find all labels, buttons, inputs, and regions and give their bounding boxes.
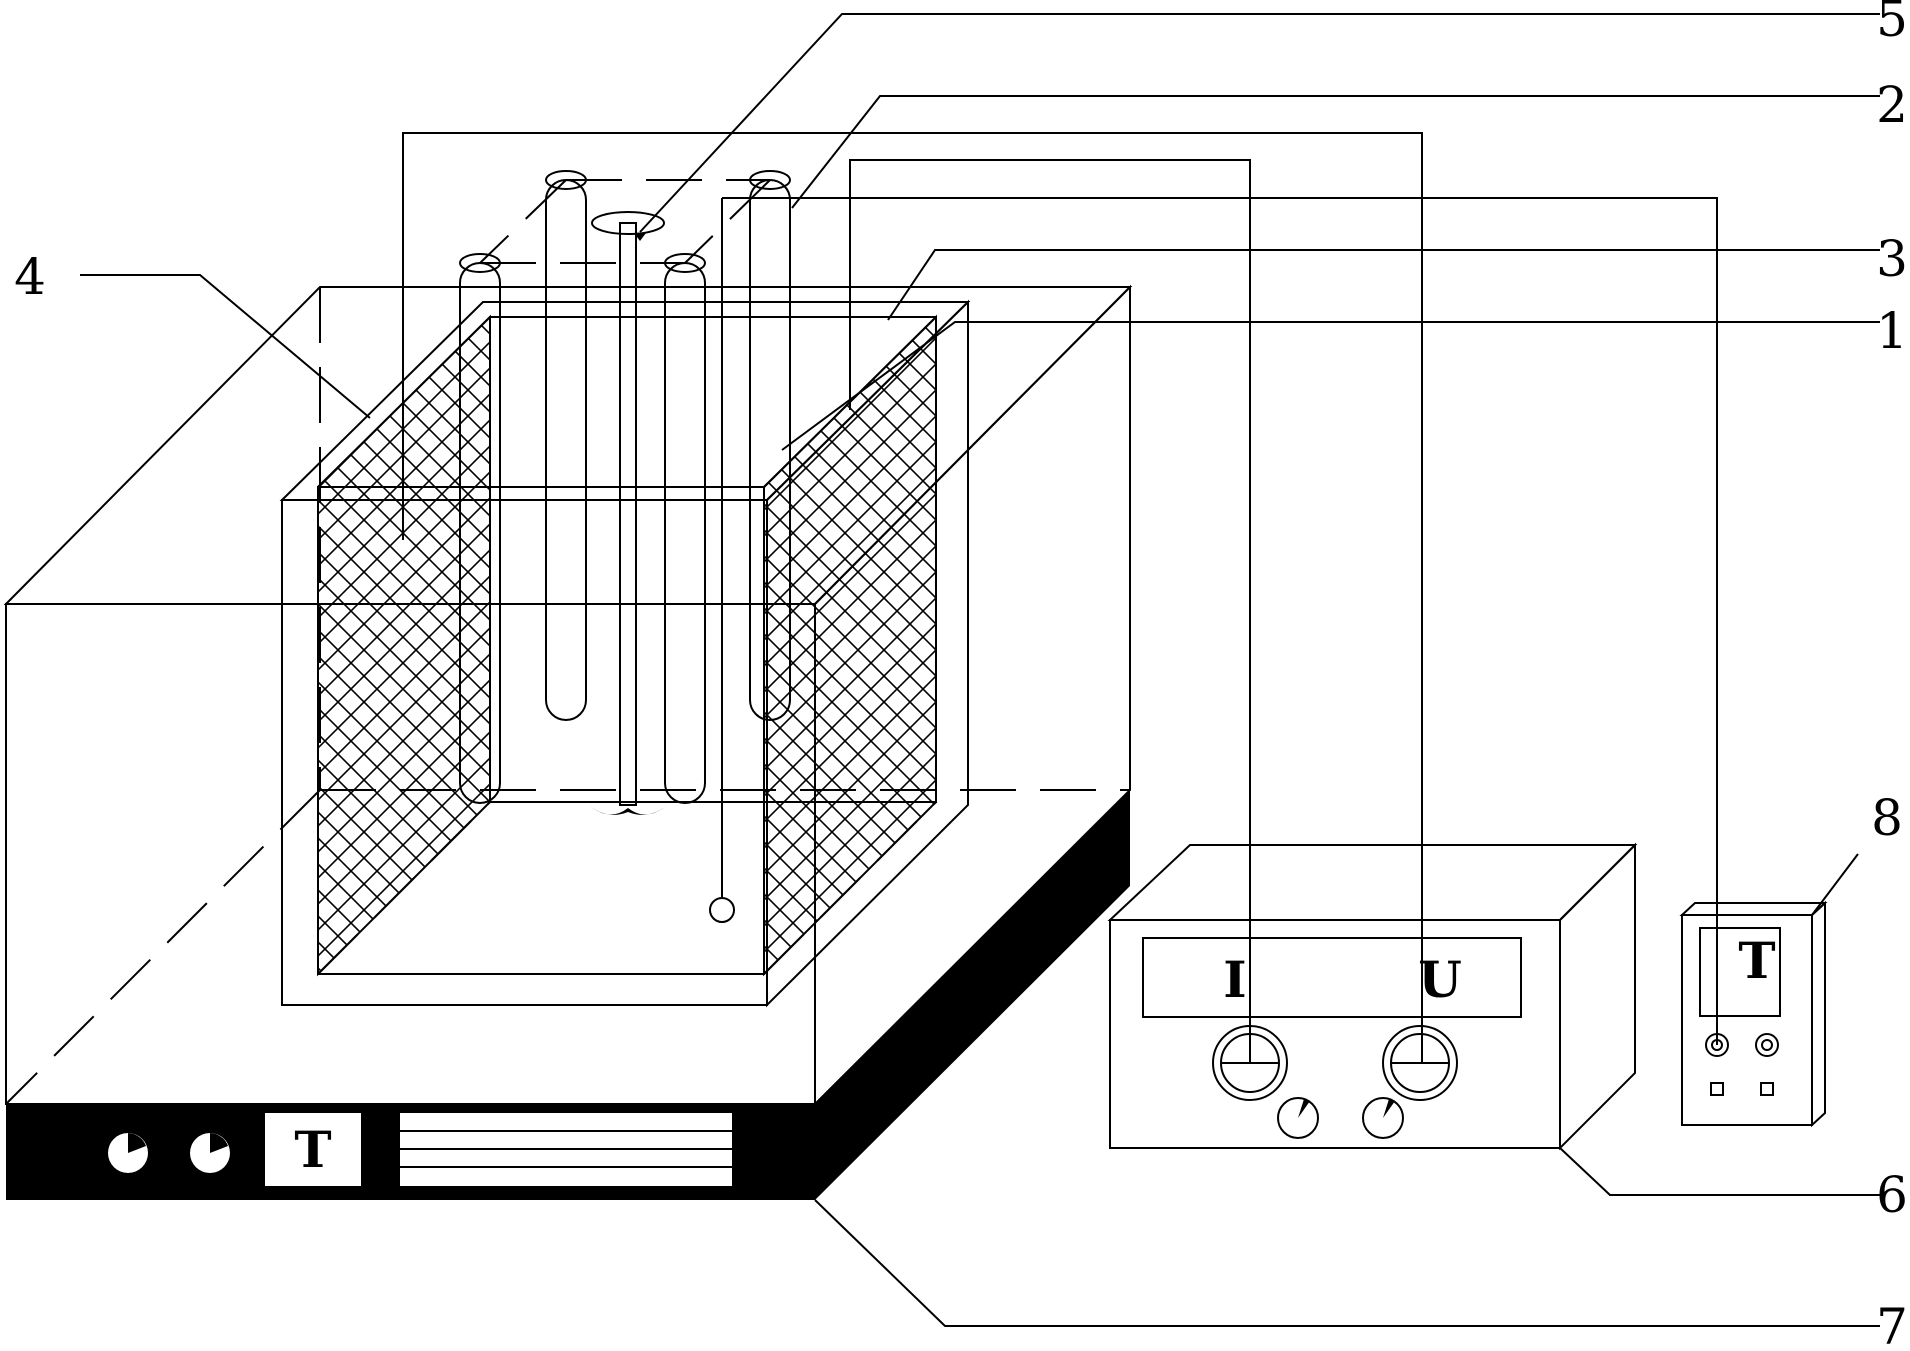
callout-7: 7 — [1876, 1298, 1908, 1351]
stirrer-knob-icon[interactable] — [190, 1133, 230, 1173]
stirrer — [590, 211, 666, 815]
thermometer-button[interactable] — [1710, 1082, 1724, 1096]
callout-5: 5 — [1876, 0, 1908, 48]
callout-1: 1 — [1876, 302, 1908, 360]
thermocouple-probe — [709, 198, 735, 923]
hot-plate-display-label: T — [294, 1120, 331, 1179]
current-knob-icon[interactable] — [1277, 1097, 1319, 1139]
dc-power-supply: I U — [1107, 842, 1638, 1151]
callout-numbers: 5 2 3 1 4 8 6 7 — [14, 0, 1908, 1351]
wiring — [402, 132, 1718, 1063]
wire-mesh-to-current — [849, 159, 1251, 1063]
hot-plate-top — [3, 286, 1133, 605]
electrolytic-cell — [279, 170, 971, 1008]
tube-electrode-front-right — [664, 253, 706, 804]
thermometer-display — [1699, 927, 1781, 1017]
voltage-terminal-icon[interactable] — [1382, 1025, 1458, 1101]
voltage-knob-icon[interactable] — [1362, 1097, 1404, 1139]
hot-plate-stirrer: T — [3, 284, 1133, 1200]
callout-8: 8 — [1871, 789, 1903, 847]
thermometer-button[interactable] — [1760, 1082, 1774, 1096]
callout-2: 2 — [1876, 76, 1908, 134]
callout-3: 3 — [1876, 230, 1908, 288]
wire-probe-to-thermometer — [722, 197, 1718, 1045]
callout-leaders — [80, 13, 1880, 1327]
tube-electrode-back-left — [545, 170, 587, 721]
mesh-electrode-left — [317, 314, 491, 977]
thermometer-jack-icon[interactable] — [1755, 1033, 1779, 1057]
callout-6: 6 — [1876, 1166, 1908, 1224]
voltage-label: U — [1418, 950, 1462, 1009]
wire-mesh-to-voltage — [402, 132, 1423, 1063]
hot-plate-knob-icon[interactable] — [108, 1133, 148, 1173]
mesh-electrode-right — [763, 314, 937, 977]
callout-4: 4 — [14, 248, 46, 306]
digital-thermometer: T — [1679, 900, 1828, 1128]
power-supply-display — [1142, 937, 1522, 1018]
current-label: I — [1223, 950, 1246, 1009]
thermometer-display-label: T — [1738, 931, 1775, 990]
hot-plate-grille — [400, 1113, 732, 1186]
hot-plate-display — [265, 1113, 361, 1186]
